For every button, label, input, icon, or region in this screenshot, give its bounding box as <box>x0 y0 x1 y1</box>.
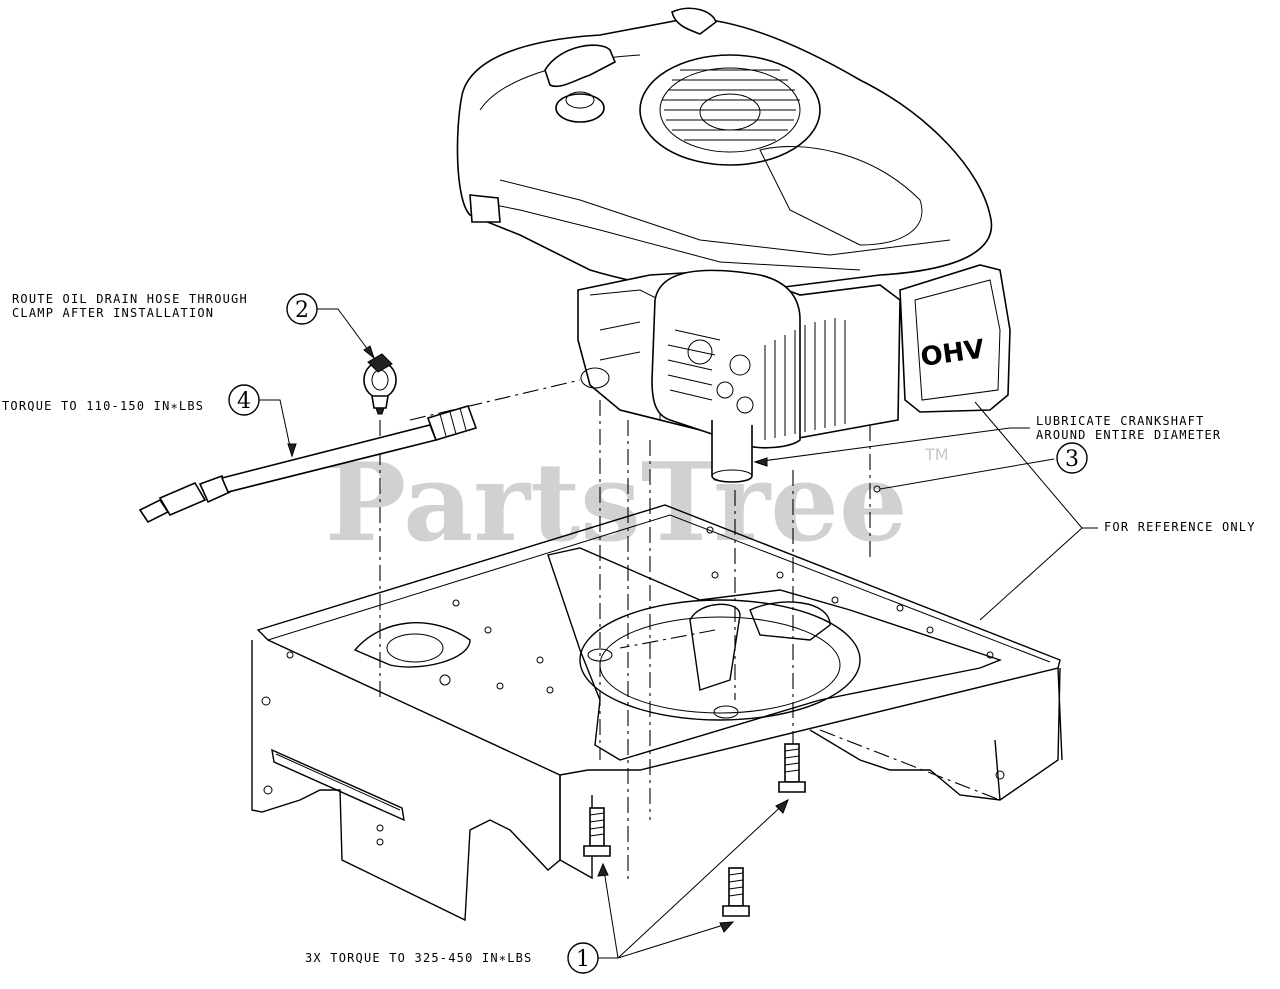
callout-1-note: 3X TORQUE TO 325-450 IN∗LBS <box>305 951 532 965</box>
callout-1: 1 3X TORQUE TO 325-450 IN∗LBS <box>305 798 789 974</box>
part-2-hose-clamp <box>363 353 397 415</box>
engine: OHV <box>456 7 1011 483</box>
watermark: PartsTree <box>325 440 908 566</box>
callout-4: 4 TORQUE TO 110-150 IN∗LBS <box>2 384 297 458</box>
watermark-trademark: TM <box>924 445 949 464</box>
mower-deck <box>251 504 1063 922</box>
part-1-bolts <box>583 743 806 917</box>
bolt-3 <box>722 867 750 917</box>
callout-4-number: 4 <box>237 389 251 414</box>
part-3-lubricant <box>873 458 1055 493</box>
reference-note: FOR REFERENCE ONLY <box>974 401 1256 621</box>
callout-2: 2 ROUTE OIL DRAIN HOSE THROUGH CLAMP AFT… <box>12 292 376 360</box>
callout-3-note-line-2: AROUND ENTIRE DIAMETER <box>1036 428 1221 442</box>
reference-note-text: FOR REFERENCE ONLY <box>1104 520 1256 534</box>
callout-3: 3 LUBRICATE CRANKSHAFT AROUND ENTIRE DIA… <box>753 414 1221 474</box>
callout-4-note: TORQUE TO 110-150 IN∗LBS <box>2 399 204 413</box>
bolt-2 <box>778 743 806 793</box>
callout-3-note-line-1: LUBRICATE CRANKSHAFT <box>1036 414 1205 428</box>
callout-2-note-line-2: CLAMP AFTER INSTALLATION <box>12 306 214 320</box>
alignment-lines <box>379 379 1001 880</box>
callout-2-number: 2 <box>295 298 309 323</box>
callout-3-number: 3 <box>1065 447 1079 472</box>
callout-2-note-line-1: ROUTE OIL DRAIN HOSE THROUGH <box>12 292 248 306</box>
part-4-oil-drain-hose <box>138 405 478 524</box>
callout-1-number: 1 <box>576 947 590 972</box>
bolt-1 <box>583 807 611 857</box>
